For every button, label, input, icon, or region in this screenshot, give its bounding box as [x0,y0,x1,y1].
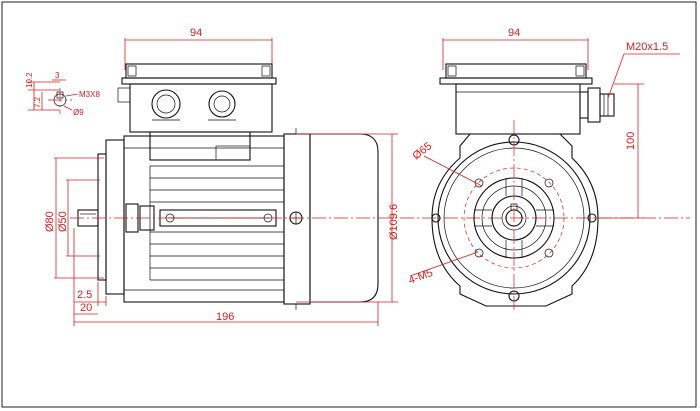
height-label: 100 [625,132,637,150]
offset-label: 2.5 [77,289,92,301]
key-detail: 10.2 3 7.2 M3X8 Ø9 [25,71,100,117]
body-dia-label: Ø109.6 [388,204,400,240]
key-depth-label: 7.2 [33,96,42,108]
shaft-length-label: 20 [80,302,92,314]
front-view: 94 M20x1.5 [407,27,680,312]
front-top-width-label: 94 [508,27,520,39]
key-width-label: 3 [55,71,60,80]
shaft-dia-label: Ø50 [57,211,69,232]
key-height-label: 10.2 [25,72,34,88]
side-top-width-label: 94 [190,27,202,39]
thread-label: M20x1.5 [626,41,668,53]
bolt-label: 4-M5 [407,267,435,287]
side-view: 94 [44,27,690,326]
spigot-dia-label: Ø80 [44,211,56,232]
shaft-small-label: Ø9 [73,108,84,117]
center-thread-label: M3X8 [79,90,100,99]
overall-length-label: 196 [216,311,234,323]
